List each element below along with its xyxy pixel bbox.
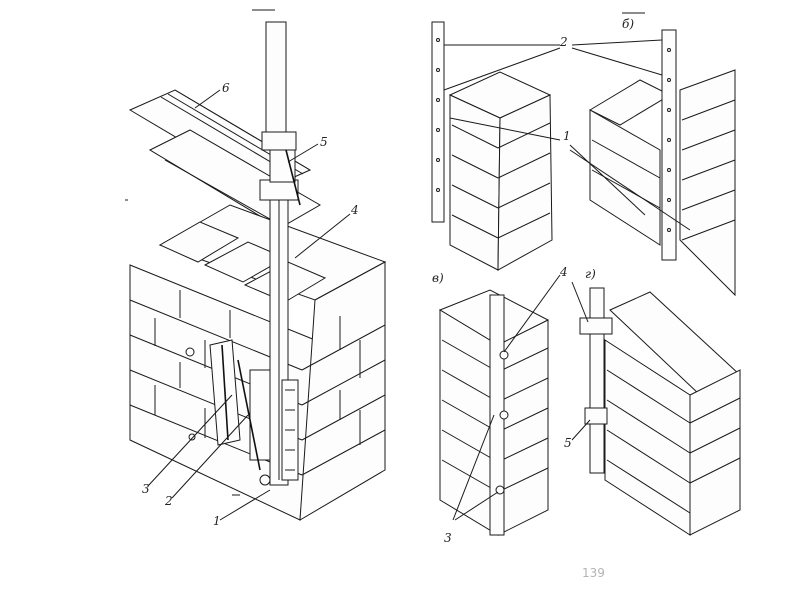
label-6: 6	[222, 81, 230, 95]
leader-lines	[147, 89, 351, 521]
bottom-bracket	[185, 339, 299, 486]
label-4: 4	[350, 203, 359, 217]
panel-v: в) 4 3	[432, 265, 568, 545]
label-5: 5	[320, 135, 328, 149]
panel-b-label-1: 1	[563, 129, 571, 143]
panel-b: б)	[431, 12, 736, 297]
label-2: 2	[164, 494, 173, 508]
panel-v-label-4: 4	[559, 265, 568, 279]
panel-g-letter: г)	[585, 267, 596, 281]
main-illustration: 6 5 4 3 2 1	[125, 9, 387, 528]
panel-g-label-5: 5	[564, 436, 572, 450]
brick-pier	[125, 199, 387, 521]
panel-v-letter: в)	[432, 271, 444, 285]
panel-b-letter: б)	[622, 17, 634, 31]
panel-v-label-3: 3	[444, 531, 452, 545]
label-3: 3	[142, 482, 150, 496]
page-number: 139	[582, 566, 605, 580]
label-1: 1	[213, 514, 221, 528]
panel-g: г) 5	[564, 267, 741, 536]
panel-b-label-2: 2	[559, 35, 568, 49]
